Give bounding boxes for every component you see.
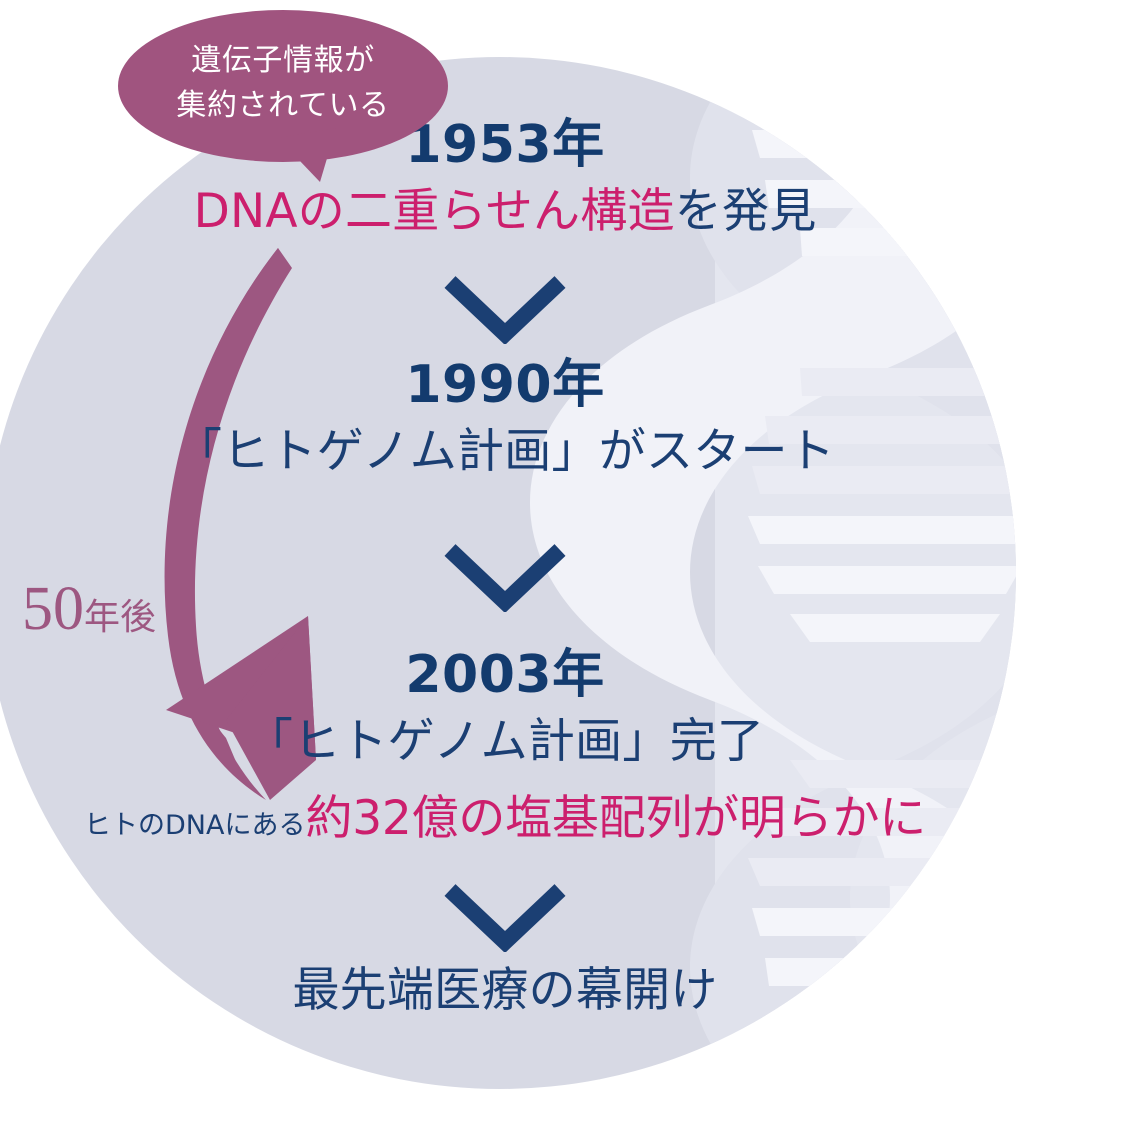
chevron-down-icon-1 — [0, 272, 1010, 349]
event-line-2003: 「ヒトゲノム計画」完了 — [0, 713, 1010, 772]
chevron-down-icon-3 — [0, 880, 1010, 957]
timeline-step-1990: 1990年 「ヒトゲノム計画」がスタート — [0, 358, 1010, 481]
year-heading-2003: 2003年 — [405, 645, 605, 705]
elapsed-years-label: 50年後 — [22, 578, 156, 640]
year-heading-1990: 1990年 — [405, 355, 605, 415]
event-line-1990: 「ヒトゲノム計画」がスタート — [0, 423, 1010, 482]
timeline: 1953年 DNAの二重らせん構造を発見 1990年 「ヒトゲノム計画」がスター… — [0, 118, 1010, 1021]
timeline-step-2003: 2003年 「ヒトゲノム計画」完了 — [0, 648, 1010, 771]
event-segment-plain: 最先端医療の幕開け — [292, 963, 718, 1018]
callout-line-1: 遺伝子情報が — [191, 43, 375, 78]
elapsed-years-suffix: 年後 — [84, 597, 157, 638]
elapsed-years-number: 50 — [22, 575, 84, 643]
event-line-1953: DNAの二重らせん構造を発見 — [0, 183, 1010, 242]
genome-detail-line: ヒトのDNAにある約32億の塩基配列が明らかに — [0, 790, 1010, 849]
event-segment-plain: 「ヒトゲノム計画」完了 — [245, 713, 765, 769]
chevron-down-icon-2 — [0, 540, 1010, 617]
event-line-final: 最先端医療の幕開け — [0, 962, 1010, 1021]
timeline-step-final: 最先端医療の幕開け — [0, 962, 1010, 1021]
event-segment-highlight: DNAの二重らせん構造 — [193, 183, 675, 239]
genome-detail-highlight: 約32億の塩基配列が明らかに — [305, 791, 926, 846]
timeline-step-1953: 1953年 DNAの二重らせん構造を発見 — [0, 118, 1010, 241]
event-segment-plain: 「ヒトゲノム計画」がスタート — [175, 423, 835, 479]
genome-detail-prefix: ヒトのDNAにある — [84, 810, 306, 841]
callout-text: 遺伝子情報が 集約されている — [118, 38, 448, 128]
callout-line-2: 集約されている — [176, 88, 390, 123]
year-heading-1953: 1953年 — [405, 115, 605, 175]
curved-arrow-down-icon — [130, 240, 400, 800]
event-segment-plain: を発見 — [674, 183, 817, 239]
gene-info-callout: 遺伝子情報が 集約されている — [118, 10, 448, 182]
